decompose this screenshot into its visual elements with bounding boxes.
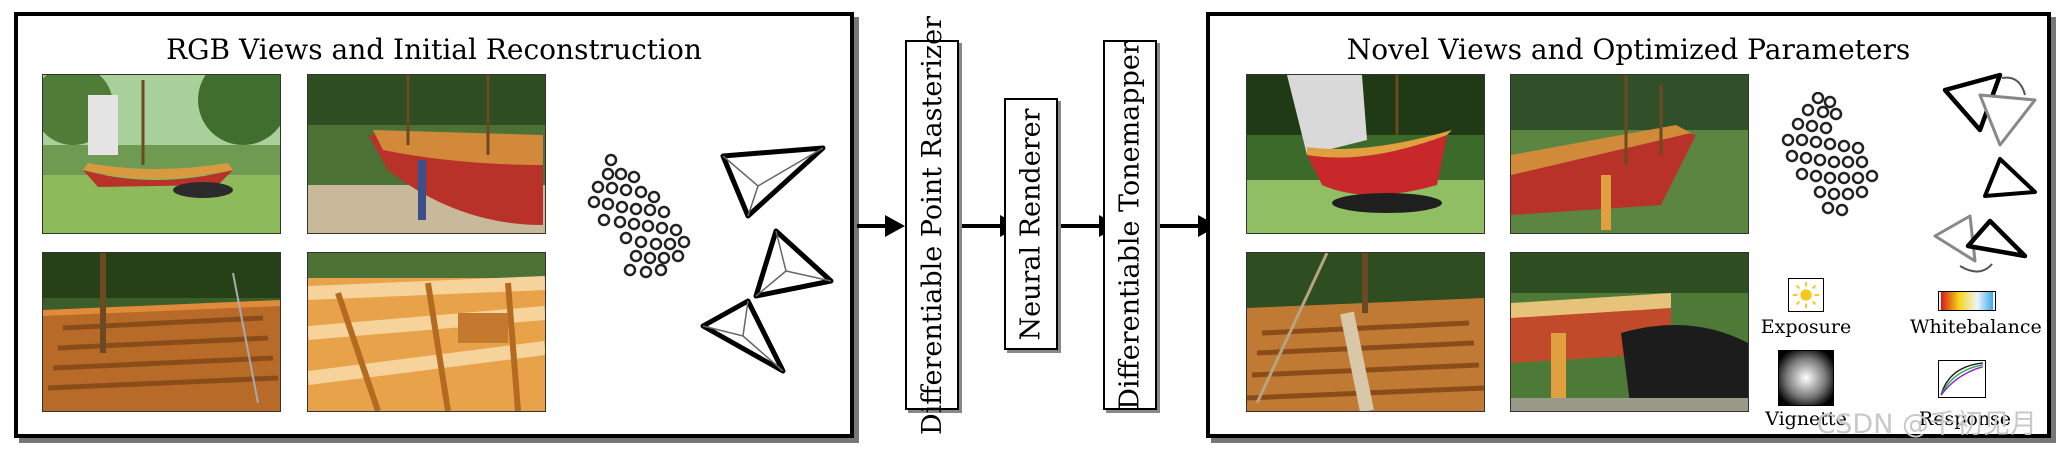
camera-frustum-icon bbox=[700, 298, 786, 374]
camera-frustum-icon bbox=[720, 145, 826, 219]
vignette-icon bbox=[1778, 350, 1834, 406]
rgb-view-photo-1 bbox=[42, 74, 281, 234]
novel-views-panel: Novel Views and Optimized Parameters bbox=[1206, 12, 2051, 438]
rgb-views-panel: RGB Views and Initial Reconstruction bbox=[14, 12, 854, 438]
tonemapper-label: Differentiable Tonemapper bbox=[1114, 40, 1146, 410]
whitebalance-label: Whitebalance bbox=[1910, 316, 2042, 338]
flow-arrow bbox=[1160, 215, 1218, 237]
camera-frustum-icon bbox=[1983, 157, 2037, 198]
rgb-views-title: RGB Views and Initial Reconstruction bbox=[166, 33, 702, 66]
flow-arrow bbox=[857, 215, 905, 237]
camera-frustum-icon bbox=[1933, 214, 2028, 273]
novel-view-photo-2 bbox=[1510, 74, 1749, 234]
camera-frustum-icon bbox=[753, 228, 834, 299]
whitebalance-gradient-icon bbox=[1938, 291, 1996, 311]
response-curve-icon bbox=[1938, 360, 1986, 398]
rgb-view-photo-3 bbox=[42, 252, 281, 412]
neural-renderer-label: Neural Renderer bbox=[1015, 108, 1047, 340]
exposure-sun-icon bbox=[1788, 278, 1824, 312]
point-rasterizer-label: Differentiable Point Rasterizer bbox=[916, 15, 948, 435]
exposure-label: Exposure bbox=[1760, 316, 1852, 338]
point-cloud-icon bbox=[587, 153, 691, 279]
watermark: CSDN @千初见月 bbox=[1816, 409, 2037, 440]
point-cloud-icon bbox=[1781, 92, 1879, 217]
neural-renderer-box: Neural Renderer bbox=[1004, 98, 1058, 350]
rgb-view-photo-2 bbox=[307, 74, 546, 234]
response-label: Response bbox=[1918, 408, 2012, 430]
camera-frustum-icon bbox=[1942, 72, 2037, 147]
novel-view-photo-4 bbox=[1510, 252, 1749, 412]
tonemapper-box: Differentiable Tonemapper bbox=[1103, 40, 1157, 410]
flow-arrow bbox=[1061, 215, 1119, 237]
novel-view-photo-1 bbox=[1246, 74, 1485, 234]
novel-view-photo-3 bbox=[1246, 252, 1485, 412]
rgb-view-photo-4 bbox=[307, 252, 546, 412]
vignette-label: Vignette bbox=[1765, 408, 1847, 430]
flow-arrow bbox=[962, 215, 1020, 237]
point-rasterizer-box: Differentiable Point Rasterizer bbox=[905, 16, 959, 434]
novel-views-title: Novel Views and Optimized Parameters bbox=[1346, 33, 1911, 66]
